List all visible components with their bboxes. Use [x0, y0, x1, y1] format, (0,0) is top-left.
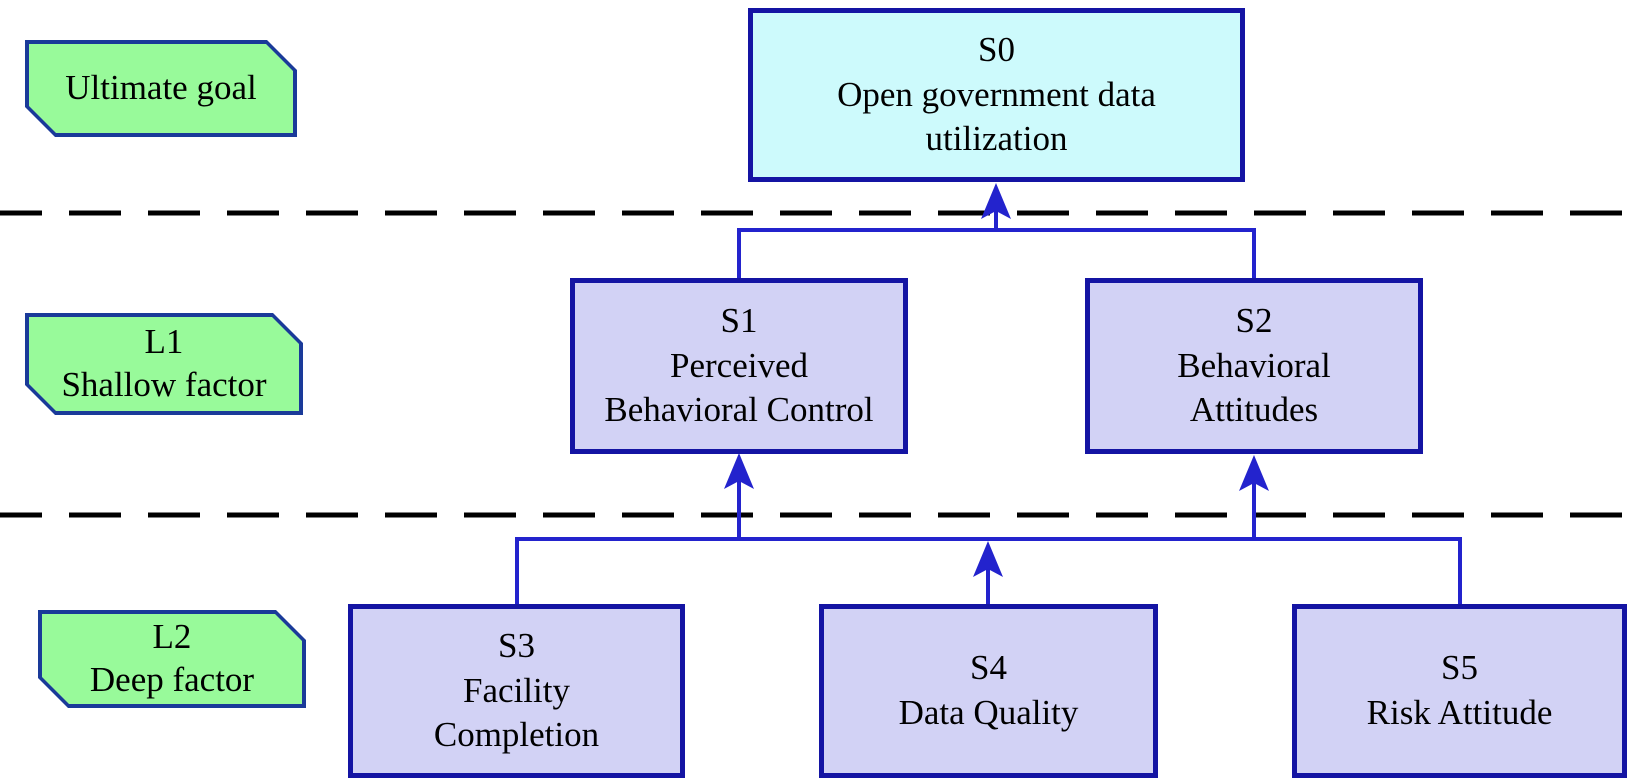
- arrowhead-to-s1: [724, 453, 754, 489]
- level-tag-text: Shallow factor: [61, 365, 267, 404]
- node-s4-data-quality: S4 Data Quality: [819, 604, 1158, 778]
- bus-l2-to-l1: [515, 537, 1462, 604]
- node-code: S1: [720, 300, 758, 340]
- node-label-line: Risk Attitude: [1366, 693, 1553, 732]
- arrowhead-to-s2: [1239, 455, 1269, 491]
- level-tag-code: L2: [152, 617, 192, 657]
- node-code: S2: [1235, 300, 1273, 340]
- node-s0-open-government-data-utilization: S0 Open government data utilization: [748, 8, 1245, 182]
- level-tag-text: Deep factor: [89, 660, 255, 699]
- node-label-line: Attitudes: [1189, 390, 1319, 430]
- node-s2-behavioral-attitudes: S2 Behavioral Attitudes: [1085, 278, 1423, 454]
- level-tag-ultimate-goal: Ultimate goal: [25, 40, 297, 137]
- node-code: S5: [1441, 648, 1478, 688]
- level-tag-ultimate-goal-body: Ultimate goal: [29, 44, 293, 133]
- node-code: S0: [978, 29, 1015, 69]
- node-label-line: utilization: [925, 119, 1068, 159]
- level-tag-l1-body: L1 Shallow factor: [29, 317, 299, 411]
- node-label-line: Open government data: [837, 74, 1156, 114]
- level-tag-l1-shallow-factor: L1 Shallow factor: [25, 313, 303, 415]
- node-code: S3: [498, 625, 535, 665]
- bus-l1-to-goal: [737, 228, 1256, 278]
- arrowhead-to-s0: [981, 183, 1011, 219]
- level-tag-l2-body: L2 Deep factor: [42, 614, 302, 704]
- node-label-line: Behavioral Control: [604, 390, 874, 430]
- node-label-line: Behavioral: [1177, 345, 1331, 385]
- node-s3-facility-completion: S3 Facility Completion: [348, 604, 685, 778]
- level-tag-text: Ultimate goal: [65, 68, 257, 108]
- node-label-line: Perceived: [670, 345, 808, 385]
- node-label-line: Completion: [433, 715, 600, 755]
- node-label-line: Facility: [463, 670, 570, 710]
- level-tag-l2-deep-factor: L2 Deep factor: [38, 610, 306, 708]
- node-label-line: Data Quality: [898, 693, 1079, 732]
- node-s1-perceived-behavioral-control: S1 Perceived Behavioral Control: [570, 278, 908, 454]
- node-code: S4: [970, 648, 1007, 688]
- node-s5-risk-attitude: S5 Risk Attitude: [1292, 604, 1627, 778]
- arrowhead-from-s4: [973, 541, 1003, 577]
- level-tag-code: L1: [144, 322, 184, 362]
